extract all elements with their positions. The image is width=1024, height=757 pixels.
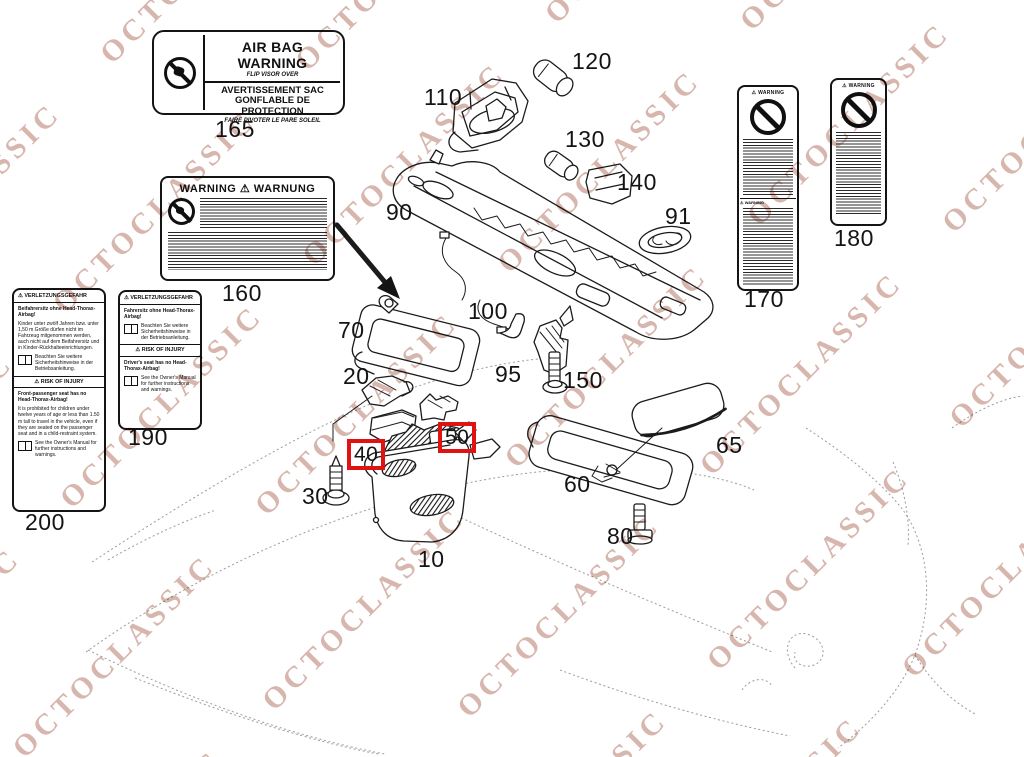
part-number-180[interactable]: 180 [834,225,874,251]
part-number-160[interactable]: 160 [222,280,262,306]
warning160-header: WARNING ⚠ WARNUNG [179,183,316,195]
owners-manual-icon [124,375,138,386]
warning-label-160: WARNING ⚠ WARNUNG [160,176,335,281]
part-80-bolt [627,503,653,545]
label190-risk-header: ⚠ RISK OF INJURY [120,344,200,357]
label190-en-bold: Driver's seat has no Head-Thorax-Airbag! [124,359,187,372]
airbag-subtitle: FLIP VISOR OVER [246,72,299,78]
label200-en-text: It is prohibited for children under twel… [18,406,100,437]
part-10-overhead-console [364,421,501,543]
microtext-block [836,132,881,214]
label190-en-note: See the Owner's Manual for further instr… [141,374,196,394]
label170-header2: ⚠ WARNING [740,198,796,205]
part-number-100[interactable]: 100 [468,298,508,324]
label200-de-bold: Beifahrersitz ohne Head-Thorax-Airbag! [18,305,96,318]
microtext-block [168,232,327,270]
part-65-cover-pad [615,382,727,471]
part-number-80[interactable]: 80 [607,523,634,549]
part-100-clip [499,313,525,339]
microtext-block [743,208,793,286]
airbag-title: AIR BAG WARNING [237,39,308,71]
part-number-50-highlighted[interactable]: 50 [438,422,477,453]
owners-manual-icon [18,440,32,451]
label200-header: ⚠ VERLETZUNGSGEFAHR [14,293,104,303]
part-number-140[interactable]: 140 [617,169,657,195]
label190-de-bold: Fahrersitz ohne Head-Thorax-Airbag! [124,307,195,320]
label190-header: ⚠ VERLETZUNGSGEFAHR [120,295,200,305]
part-number-130[interactable]: 130 [565,126,605,152]
part-110-lamp-housing [448,78,529,153]
part-number-190[interactable]: 190 [128,424,168,450]
part-number-90[interactable]: 90 [386,199,413,225]
label200-de-note: Beachten Sie weitere Sicherheitshinweise… [35,354,94,373]
prohibition-icon [840,92,877,128]
part-number-91[interactable]: 91 [665,203,692,229]
part-number-40-highlighted[interactable]: 40 [347,439,386,470]
prohibition-icon [750,99,786,135]
part-number-20[interactable]: 20 [343,363,370,389]
driver-airbag-label-190: ⚠ VERLETZUNGSGEFAHR Fahrersitz ohne Head… [118,290,202,430]
airbag-fr-line3: FAIRE PIVOTER LE PARE SOLEIL [224,117,321,124]
microtext-block [743,139,793,195]
part-150-screw [542,351,568,394]
airbag-warning-label-165: AIR BAG WARNING FLIP VISOR OVER AVERTISS… [152,30,345,124]
part-50-clip [419,393,459,421]
label190-de-note: Beachten Sie weitere Sicherheitshinweise… [141,322,191,341]
label200-de-text: Kinder unter zwölf Jahren bzw. unter 1,5… [18,320,100,352]
label200-en-note: See the Owner's Manual for further instr… [35,439,97,458]
part-number-95[interactable]: 95 [495,361,522,387]
warning-label-180: ⚠ WARNING [830,78,887,226]
airbag-fr-line2: GONFLABLE DE PROTECTION [235,95,310,117]
part-number-120[interactable]: 120 [572,48,612,74]
label200-risk-header: ⚠ RISK OF INJURY [14,375,104,389]
part-20-clip [361,375,414,407]
passenger-airbag-label-200: ⚠ VERLETZUNGSGEFAHR Beifahrersitz ohne H… [12,288,106,512]
part-130-bulb-socket [543,150,579,181]
owners-manual-icon [18,355,32,366]
part-90-headliner-frame [392,149,714,340]
part-30-screw [322,455,350,506]
part-number-60[interactable]: 60 [564,471,591,497]
part-number-165[interactable]: 165 [215,116,255,142]
part-number-70[interactable]: 70 [338,317,365,343]
car-body-outline [85,357,1024,755]
label200-en-bold: Front-passenger seat has no Head-Thorax-… [18,391,87,404]
part-91-grommet [638,225,692,255]
microtext-block [200,198,327,228]
part-number-110[interactable]: 110 [424,84,463,110]
label180-header: ⚠ WARNING [842,83,875,89]
warning-label-170: ⚠ WARNING ⚠ WARNING [737,85,799,291]
label170-header: ⚠ WARNING [751,90,785,96]
part-number-200[interactable]: 200 [25,509,65,535]
part-140-connector [585,163,633,205]
part-number-30[interactable]: 30 [302,483,329,509]
part-70-sun-visor-left [351,294,481,387]
part-120-bulb [532,59,574,97]
airbag-fr-line1: AVERTISSEMENT SAC [221,85,324,96]
airbag-prohibition-icon [157,35,205,110]
part-number-65[interactable]: 65 [716,432,743,458]
part-number-170[interactable]: 170 [744,286,784,312]
prohibition-icon [168,198,195,225]
pointer-arrow [334,222,400,299]
part-60-sun-visor-right [527,415,694,506]
part-number-150[interactable]: 150 [563,367,603,393]
part-number-10[interactable]: 10 [418,546,445,572]
owners-manual-icon [124,323,138,334]
